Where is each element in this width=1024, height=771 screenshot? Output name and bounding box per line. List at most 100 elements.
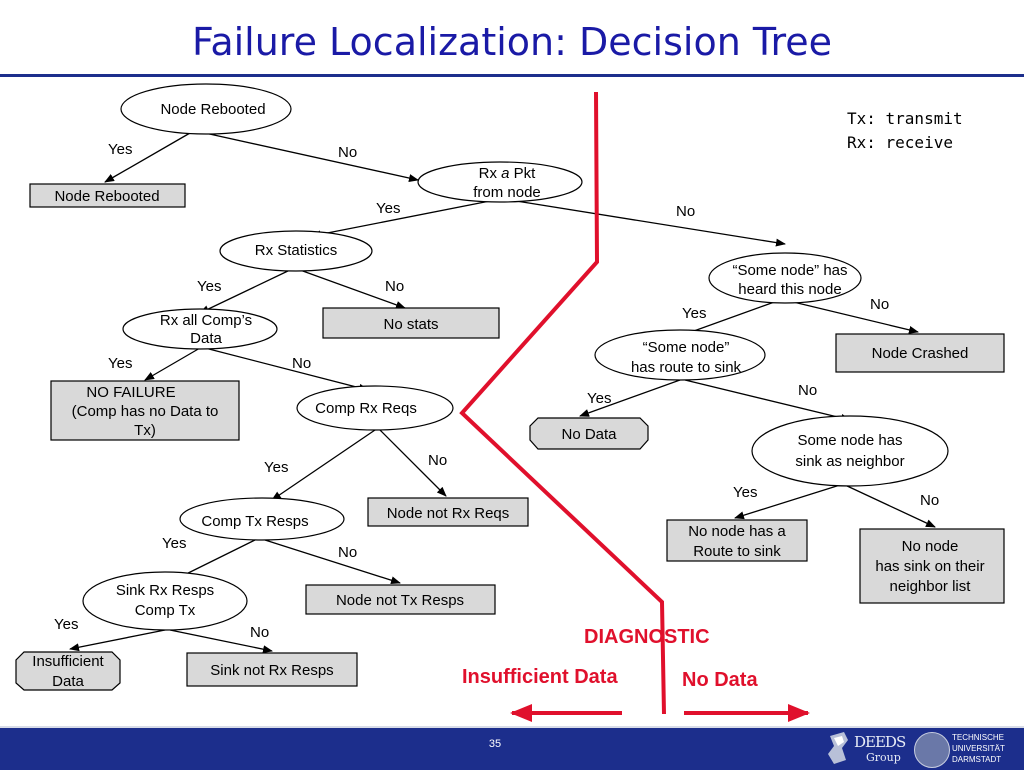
label-yes: Yes [682, 305, 706, 322]
label-no: No [798, 382, 817, 399]
deeds-logo-text: DEEDS [854, 733, 906, 751]
title-rule [0, 74, 1024, 77]
diagnostic-no-data: No Data [682, 669, 758, 691]
edge-comptx-no [264, 539, 401, 585]
node-q-rx-pkt: Rx a Pkt from node [417, 161, 583, 203]
svg-text:Sink Rx Resps: Sink Rx Resps [116, 582, 214, 599]
label-yes: Yes [108, 141, 132, 158]
svg-text:No Data: No Data [561, 426, 617, 443]
diagnostic-insufficient-data: Insufficient Data [462, 666, 618, 688]
node-q-sink-rx-resps: Sink Rx Resps Comp Tx [82, 571, 248, 631]
svg-text:Rx all Comp’s: Rx all Comp’s [160, 312, 252, 329]
node-r-node-not-tx-resps: Node not Tx Resps [305, 584, 496, 615]
label-yes: Yes [264, 459, 288, 476]
svg-text:Node Rebooted: Node Rebooted [160, 101, 265, 118]
edge-route-yes [579, 379, 681, 417]
label-yes: Yes [197, 278, 221, 295]
svg-text:Data: Data [52, 673, 84, 690]
svg-text:“Some node” has: “Some node” has [732, 262, 847, 279]
label-no: No [428, 452, 447, 469]
svg-text:Rx Statistics: Rx Statistics [255, 242, 338, 259]
svg-text:Insufficient: Insufficient [32, 653, 104, 670]
node-q-rx-statistics: Rx Statistics [219, 230, 373, 272]
node-r-no-node-route: No node has a Route to sink [666, 519, 808, 562]
svg-text:Comp Tx Resps: Comp Tx Resps [201, 513, 308, 530]
node-q-sink-neighbor: Some node has sink as neighbor [751, 415, 949, 487]
decision-tree-diagram: Yes No Yes No Yes No Yes No Yes No Yes N… [15, 83, 1005, 722]
edge-labels: Yes No Yes No Yes No Yes No Yes No Yes N… [54, 141, 939, 641]
svg-text:Some node has: Some node has [797, 432, 902, 449]
edge-rebooted-yes [104, 132, 191, 183]
legend-tx: Tx: transmit [847, 109, 963, 128]
node-r-no-data: No Data [529, 417, 649, 450]
svg-text:Sink not Rx Resps: Sink not Rx Resps [210, 662, 333, 679]
svg-text:NO FAILURE: NO FAILURE [86, 384, 175, 401]
edge-sinkrx-yes [69, 629, 166, 652]
label-yes: Yes [376, 200, 400, 217]
page-number: 35 [488, 738, 502, 750]
label-no: No [920, 492, 939, 509]
node-r-no-node-sink-list: No node has sink on their neighbor list [859, 528, 1005, 604]
edge-rxall-no [204, 347, 369, 392]
node-r-node-rebooted: Node Rebooted [29, 183, 186, 208]
label-yes: Yes [162, 535, 186, 552]
node-q-comp-tx-resps: Comp Tx Resps [179, 497, 345, 541]
node-r-node-not-rx-reqs: Node not Rx Reqs [367, 497, 529, 527]
deeds-logo-icon [828, 732, 848, 764]
node-r-no-failure: NO FAILURE (Comp has no Data to Tx) [50, 380, 240, 441]
svg-text:neighbor list: neighbor list [890, 578, 972, 595]
label-no: No [870, 296, 889, 313]
svg-text:No node: No node [902, 538, 959, 555]
node-r-node-crashed: Node Crashed [835, 333, 1005, 373]
svg-text:Node Crashed: Node Crashed [872, 345, 969, 362]
svg-text:heard this node: heard this node [738, 281, 841, 298]
edge-rebooted-no [204, 132, 419, 182]
edge-rxpkt-no [509, 199, 786, 247]
svg-text:No node has a: No node has a [688, 523, 786, 540]
node-r-sink-not-rx-resps: Sink not Rx Resps [186, 652, 358, 687]
svg-text:No stats: No stats [383, 316, 438, 333]
label-no: No [676, 203, 695, 220]
label-no: No [338, 544, 357, 561]
svg-text:(Comp has no Data to: (Comp has no Data to [72, 403, 219, 420]
svg-text:sink as neighbor: sink as neighbor [795, 453, 904, 470]
svg-text:Node not Rx Reqs: Node not Rx Reqs [387, 505, 510, 522]
svg-text:Node Rebooted: Node Rebooted [54, 188, 159, 205]
svg-text:Route to sink: Route to sink [693, 543, 781, 560]
edge-comprx-yes [271, 429, 376, 501]
svg-text:Data: Data [190, 330, 222, 347]
label-yes: Yes [54, 616, 78, 633]
university-name: TECHNISCHE UNIVERSITÄT DARMSTADT [952, 733, 1005, 764]
footer-bar: 35 DEEDS Group TECHNISCHE UNIVERSITÄT DA… [0, 726, 1024, 770]
svg-text:Comp Rx Reqs: Comp Rx Reqs [315, 400, 417, 417]
legend-rx: Rx: receive [847, 133, 953, 152]
svg-text:“Some node”: “Some node” [643, 339, 730, 356]
node-q-some-node-route: “Some node” has route to sink [594, 329, 766, 381]
label-no: No [250, 624, 269, 641]
svg-text:from node: from node [473, 184, 541, 201]
tree-edges [69, 132, 936, 654]
edge-heard-no [784, 299, 919, 334]
deeds-logo: DEEDS Group [826, 730, 906, 768]
label-yes: Yes [108, 355, 132, 372]
label-no: No [338, 144, 357, 161]
svg-text:has route to sink: has route to sink [631, 359, 742, 376]
label-no: No [292, 355, 311, 372]
svg-text:Node not Tx Resps: Node not Tx Resps [336, 592, 464, 609]
university-seal-icon [914, 732, 950, 768]
diagnostic-divider-line [459, 91, 666, 715]
edge-rxstats-yes [199, 269, 291, 314]
svg-text:has sink on their: has sink on their [875, 558, 984, 575]
svg-text:Tx): Tx) [134, 422, 156, 439]
node-q-comp-rx-reqs: Comp Rx Reqs [296, 385, 454, 431]
edge-route-no [684, 379, 851, 422]
edge-neighbor-no [844, 484, 936, 528]
edge-comprx-no [379, 429, 447, 497]
diagnostic-header: DIAGNOSTIC [584, 626, 710, 648]
edge-neighbor-yes [734, 484, 841, 520]
deeds-logo-subtext: Group [866, 751, 901, 764]
label-yes: Yes [733, 484, 757, 501]
svg-text:Comp Tx: Comp Tx [135, 602, 196, 619]
svg-text:Rx a Pkt: Rx a Pkt [479, 165, 537, 182]
slide-title: Failure Localization: Decision Tree [191, 20, 833, 64]
